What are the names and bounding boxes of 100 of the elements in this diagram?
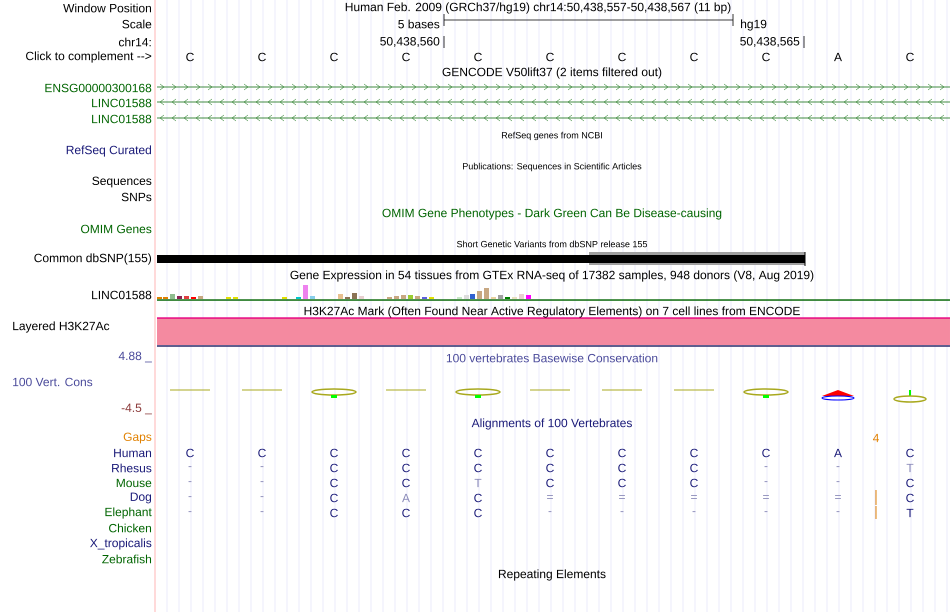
scale-label: 5 bases (398, 20, 440, 28)
axis-value: -4.5 _ (122, 404, 152, 414)
track-label: Sequences (92, 176, 152, 188)
track-label: LINC01588 (92, 98, 152, 108)
track-title: OMIM Gene Phenotypes - Dark Green Can Be Disease-causing (382, 208, 722, 220)
base-letter: C (546, 478, 554, 488)
base-letter: C (474, 494, 482, 502)
base-letter: T (906, 508, 914, 518)
track-label: LINC01588 (92, 114, 152, 124)
base-letter: A (834, 52, 842, 62)
base-letter: - (764, 481, 768, 482)
species-label: Chicken (109, 524, 152, 532)
species-label: Mouse (116, 478, 152, 488)
track-label: chr14: (118, 38, 151, 46)
base-letter: = (547, 495, 553, 499)
base-letter: - (836, 511, 840, 512)
base-letter: - (188, 511, 192, 512)
base-letter: C (762, 448, 770, 458)
base-letter: C (330, 52, 338, 62)
base-letter: C (618, 464, 626, 472)
base-letter: - (692, 511, 696, 512)
base-letter: C (474, 448, 482, 458)
base-letter: C (546, 52, 554, 62)
track-label: Gaps (124, 432, 152, 444)
track-title: Short Genetic Variants from dbSNP release 155 (456, 240, 648, 248)
base-letter: - (260, 511, 264, 512)
base-letter: - (620, 511, 624, 512)
base-letter: - (260, 481, 264, 482)
base-letter: C (618, 448, 626, 458)
base-letter: C (258, 448, 266, 458)
track-title: Repeating Elements (498, 569, 606, 581)
base-letter: - (548, 511, 552, 512)
track-label: Layered H3K27Ac (13, 321, 110, 333)
track-label: SNPs (122, 192, 152, 202)
base-letter: C (474, 508, 482, 518)
base-letter: C (618, 478, 626, 488)
base-letter: C (186, 52, 194, 62)
coordinate-label: 50,438,565 (740, 37, 800, 47)
track-title: GENCODE V50lift37 (2 items filtered out) (442, 67, 662, 79)
base-letter: C (330, 508, 338, 518)
base-letter: - (188, 466, 192, 468)
species-label: Rhesus (112, 464, 152, 472)
track-title: RefSeq genes from NCBI (502, 132, 602, 140)
species-label: X_tropicalis (90, 538, 152, 550)
base-letter: C (906, 478, 914, 488)
track-title: Gene Expression in 54 tissues from GTEx RNA-seq of 17382 samples, 948 donors (V8, Aug 2019) (290, 270, 814, 282)
species-label: Dog (130, 492, 152, 504)
base-letter: C (402, 52, 410, 62)
base-letter: = (691, 495, 697, 499)
base-letter: C (402, 448, 410, 458)
base-letter: C (546, 448, 554, 458)
base-letter: = (763, 495, 769, 499)
base-letter: T (474, 478, 482, 488)
track-label: RefSeq Curated (66, 145, 151, 157)
base-letter: C (330, 448, 338, 458)
base-letter: = (835, 495, 841, 499)
base-letter: - (188, 481, 192, 482)
base-letter: C (474, 464, 482, 472)
base-letter: C (690, 52, 698, 62)
base-letter: C (330, 478, 338, 488)
base-letter: C (762, 52, 770, 62)
base-letter: C (690, 464, 698, 472)
base-letter: - (764, 511, 768, 512)
base-letter: C (546, 464, 554, 472)
base-letter: = (619, 495, 625, 499)
base-letter: C (906, 52, 914, 62)
base-letter: C (402, 464, 410, 472)
position-text: Human Feb. 2009 (GRCh37/hg19) chr14:50,438,557-50,438,567 (11 bp) (346, 2, 730, 14)
base-letter: C (402, 478, 410, 488)
track-label: Click to complement --> (26, 51, 152, 63)
base-letter: A (402, 494, 410, 502)
track-label: Window Position (63, 4, 151, 12)
base-letter: C (186, 448, 194, 458)
coordinate-label: 50,438,560 (380, 37, 440, 47)
scale-label: hg19 (741, 19, 766, 31)
base-letter: - (260, 466, 264, 468)
base-letter: C (330, 464, 338, 472)
gap-count: 4 (872, 434, 879, 442)
base-letter: - (836, 481, 840, 482)
axis-value: 4.88 _ (118, 352, 152, 362)
base-letter: C (474, 52, 482, 62)
track-label: OMIM Genes (81, 224, 152, 234)
species-label: Elephant (105, 507, 152, 519)
track-label: ENSG00000300168 (45, 84, 152, 92)
species-label: Human (114, 448, 152, 458)
base-letter: C (906, 494, 914, 502)
base-letter: C (618, 52, 626, 62)
species-label: Zebrafish (102, 554, 152, 564)
base-letter: C (330, 494, 338, 502)
base-letter: - (836, 466, 840, 468)
base-letter: T (906, 464, 914, 472)
track-title: H3K27Ac Mark (Often Found Near Active Regulatory Elements) on 7 cell lines from ENCODE (304, 306, 800, 318)
base-letter: - (764, 466, 768, 468)
track-label: 100 Vert. Cons (13, 378, 92, 386)
base-letter: - (188, 496, 192, 498)
base-letter: C (690, 448, 698, 458)
track-label: Scale (122, 20, 152, 28)
track-title: 100 vertebrates Basewise Conservation (446, 354, 658, 362)
base-letter: C (906, 448, 914, 458)
base-letter: - (260, 496, 264, 498)
